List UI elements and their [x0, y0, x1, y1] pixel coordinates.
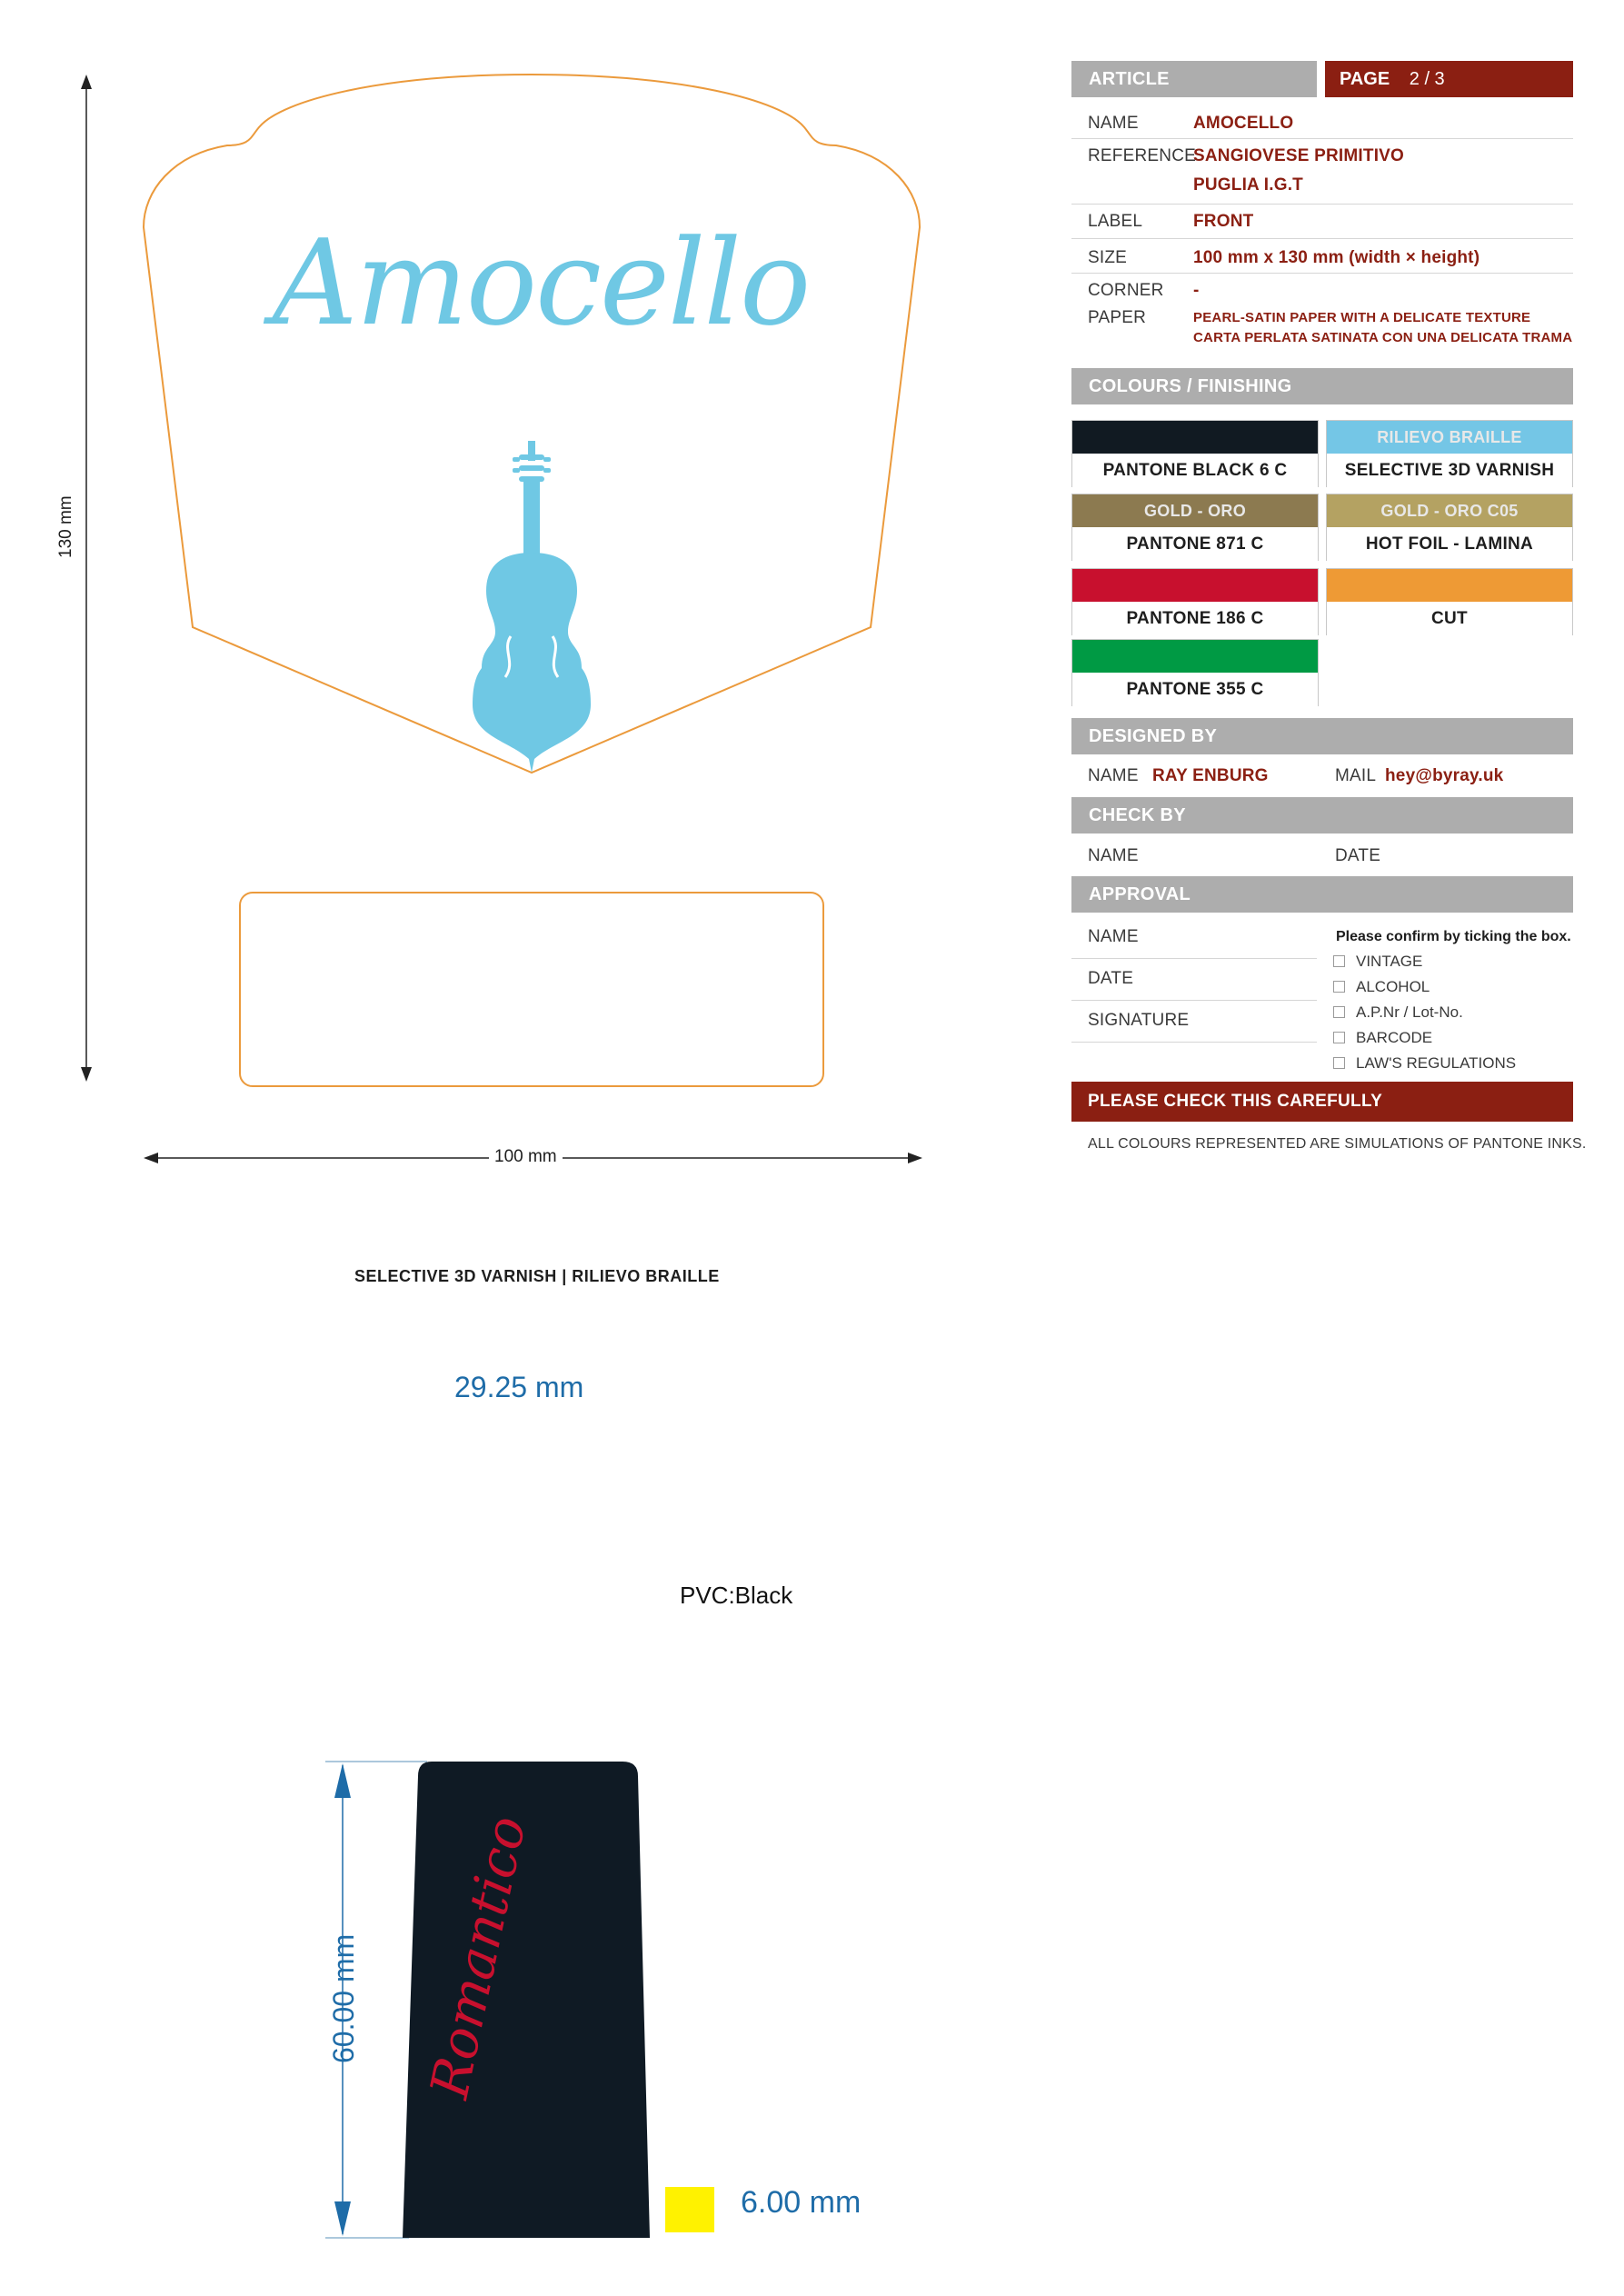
row-value: SANGIOVESE PRIMITIVO — [1193, 146, 1405, 165]
designed-by-row: NAME RAY ENBURG MAIL hey@byray.uk — [1071, 758, 1573, 793]
designer-name-value: RAY ENBURG — [1152, 766, 1269, 785]
swatch-pantone-871: GOLD - ORO PANTONE 871 C — [1071, 494, 1319, 561]
check-alcohol[interactable]: ALCOHOL — [1333, 978, 1430, 996]
row-label: LABEL — [1088, 212, 1143, 231]
check-by-header: CHECK BY — [1071, 797, 1573, 834]
article-row-corner: CORNER - — [1071, 274, 1573, 306]
check-apnr[interactable]: A.P.Nr / Lot-No. — [1333, 1003, 1463, 1022]
approval-name-label: NAME — [1088, 927, 1139, 946]
approval-date-field[interactable]: DATE — [1071, 958, 1317, 1001]
capsule-diameter-label: 29.25 mm — [454, 1371, 584, 1403]
designed-by-header: DESIGNED BY — [1071, 718, 1573, 754]
article-row-name: NAME AMOCELLO — [1071, 105, 1573, 139]
checkbox-icon — [1333, 1057, 1345, 1069]
row-value: AMOCELLO — [1193, 114, 1294, 133]
capsule-side-drawing — [325, 1761, 714, 2239]
check-by-row: NAME DATE — [1071, 837, 1573, 873]
yellow-offset-marker — [665, 2187, 714, 2232]
swatch-band — [1327, 569, 1572, 602]
capsule-offset-label: 6.00 mm — [741, 2185, 862, 2220]
swatch-band: GOLD - ORO — [1072, 494, 1318, 527]
swatch-name: PANTONE 355 C — [1072, 673, 1318, 706]
designer-name-label: NAME — [1088, 766, 1139, 785]
brand-script: Amocello — [272, 214, 812, 352]
row-value: PUGLIA I.G.T — [1193, 175, 1303, 195]
article-row-reference-2: PUGLIA I.G.T — [1071, 172, 1573, 205]
capsule-body — [403, 1762, 650, 2238]
approval-signature-label: SIGNATURE — [1088, 1011, 1190, 1030]
check-laws[interactable]: LAW'S REGULATIONS — [1333, 1054, 1516, 1073]
page-label: PAGE — [1340, 69, 1390, 89]
label-height-dimension: 130 mm — [56, 490, 76, 564]
designer-mail-label: MAIL — [1335, 766, 1377, 785]
check-label: BARCODE — [1356, 1029, 1433, 1046]
checkbox-icon — [1333, 1032, 1345, 1043]
swatch-band — [1072, 569, 1318, 602]
checkbox-icon — [1333, 955, 1345, 967]
page-indicator: PAGE 2 / 3 — [1325, 61, 1573, 97]
swatch-pantone-355: PANTONE 355 C — [1071, 639, 1319, 706]
back-label-outline — [239, 892, 824, 1087]
swatch-pantone-186: PANTONE 186 C — [1071, 568, 1319, 635]
swatch-3d-varnish: RILIEVO BRAILLE SELECTIVE 3D VARNISH — [1326, 420, 1573, 487]
row-label: NAME — [1088, 114, 1139, 133]
row-value: - — [1193, 281, 1200, 300]
row-label: CORNER — [1088, 281, 1164, 300]
approval-name-field[interactable]: NAME — [1071, 920, 1317, 959]
designer-mail-value: hey@byray.uk — [1385, 766, 1504, 785]
row-label: PAPER — [1088, 308, 1147, 327]
check-date-label: DATE — [1335, 846, 1381, 865]
check-name-label: NAME — [1088, 846, 1139, 865]
swatch-name: HOT FOIL - LAMINA — [1327, 527, 1572, 561]
label-drawing — [81, 73, 922, 1163]
swatch-band: RILIEVO BRAILLE — [1327, 421, 1572, 454]
swatch-cut: CUT — [1326, 568, 1573, 635]
row-value-2: CARTA PERLATA SATINATA CON UNA DELICATA … — [1193, 330, 1573, 345]
swatch-name: SELECTIVE 3D VARNISH — [1327, 454, 1572, 487]
approval-header: APPROVAL — [1071, 876, 1573, 913]
swatch-band — [1072, 421, 1318, 454]
check-label: A.P.Nr / Lot-No. — [1356, 1003, 1463, 1021]
swatch-black: PANTONE BLACK 6 C — [1071, 420, 1319, 487]
swatch-name: PANTONE 871 C — [1072, 527, 1318, 561]
article-row-paper: PAPER PEARL-SATIN PAPER WITH A DELICATE … — [1071, 306, 1573, 352]
article-header: ARTICLE — [1071, 61, 1317, 97]
approval-date-label: DATE — [1088, 969, 1134, 988]
warning-banner: PLEASE CHECK THIS CAREFULLY — [1071, 1082, 1573, 1122]
swatch-name: PANTONE BLACK 6 C — [1072, 454, 1318, 487]
footnote: ALL COLOURS REPRESENTED ARE SIMULATIONS … — [1088, 1136, 1587, 1152]
article-row-size: SIZE 100 mm x 130 mm (width × height) — [1071, 239, 1573, 274]
page-value: 2 / 3 — [1409, 69, 1445, 89]
capsule-material-label: PVC:Black — [680, 1582, 793, 1609]
capsule-section-title: SELECTIVE 3D VARNISH | RILIEVO BRAILLE — [354, 1267, 720, 1285]
article-row-reference: REFERENCE SANGIOVESE PRIMITIVO — [1071, 139, 1573, 172]
check-barcode[interactable]: BARCODE — [1333, 1029, 1432, 1047]
swatch-name: CUT — [1327, 602, 1572, 635]
checkbox-icon — [1333, 981, 1345, 993]
check-vintage[interactable]: VINTAGE — [1333, 953, 1422, 971]
check-label: ALCOHOL — [1356, 978, 1430, 995]
article-row-label: LABEL FRONT — [1071, 205, 1573, 239]
swatch-band: GOLD - ORO C05 — [1327, 494, 1572, 527]
label-width-dimension: 100 mm — [489, 1147, 563, 1167]
row-value: FRONT — [1193, 212, 1254, 231]
check-label: LAW'S REGULATIONS — [1356, 1054, 1517, 1072]
swatch-band — [1072, 640, 1318, 673]
colours-header: COLOURS / FINISHING — [1071, 368, 1573, 404]
row-value: PEARL-SATIN PAPER WITH A DELICATE TEXTUR… — [1193, 310, 1531, 325]
check-label: VINTAGE — [1356, 953, 1423, 970]
swatch-hot-foil: GOLD - ORO C05 HOT FOIL - LAMINA — [1326, 494, 1573, 561]
row-label: SIZE — [1088, 248, 1128, 267]
approval-signature-field[interactable]: SIGNATURE — [1071, 1000, 1317, 1043]
cello-icon — [473, 441, 591, 773]
row-label: REFERENCE — [1088, 146, 1196, 165]
capsule-height-label: 60.00 mm — [327, 1933, 360, 2063]
row-value: 100 mm x 130 mm (width × height) — [1193, 248, 1480, 267]
swatch-name: PANTONE 186 C — [1072, 602, 1318, 635]
checkbox-icon — [1333, 1006, 1345, 1018]
approval-confirm-text: Please confirm by ticking the box. — [1336, 929, 1571, 944]
